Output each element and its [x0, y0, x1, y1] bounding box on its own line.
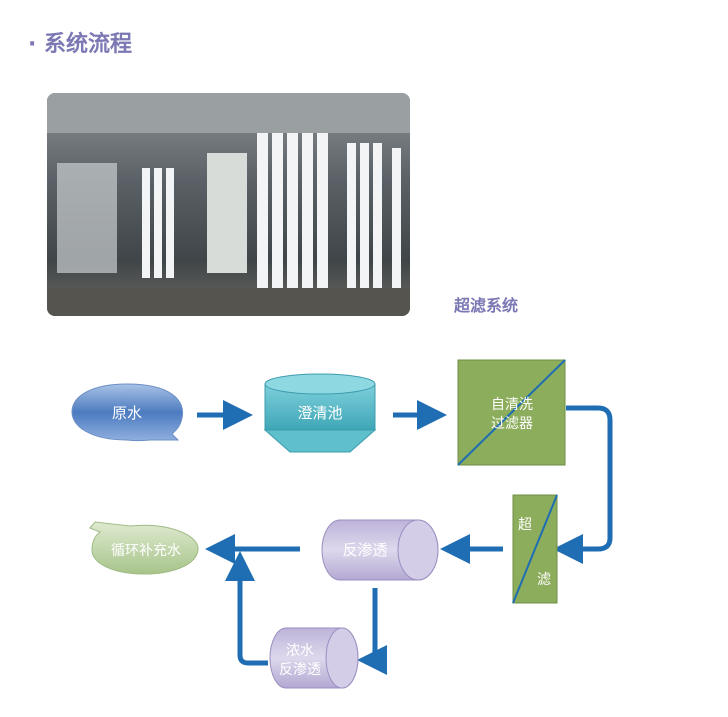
- concentrate-ro-node: 浓水 反渗透: [269, 627, 359, 689]
- page-title: · 系统流程: [28, 32, 133, 57]
- makeup-water-label: 循环补充水: [111, 543, 181, 559]
- arrow-ro-to-conc: [364, 588, 378, 663]
- conc-label-1: 浓水: [286, 643, 314, 659]
- clarifier-label: 澄清池: [297, 404, 342, 422]
- arrow-conc-to-makeup: [225, 551, 268, 666]
- raw-water-label: 原水: [112, 404, 142, 422]
- ro-label: 反渗透: [342, 541, 387, 559]
- uf-label-top: 超: [518, 517, 532, 533]
- reverse-osmosis-node: 反渗透: [321, 519, 439, 581]
- arrow-filter-to-uf: [553, 405, 613, 564]
- uf-label-bottom: 滤: [537, 572, 551, 588]
- makeup-water-node: 循环补充水: [89, 521, 199, 575]
- flow-arrows: [197, 400, 613, 675]
- photo-caption: 超滤系统: [454, 296, 519, 315]
- photo-illustration: [47, 93, 410, 316]
- filter-label-2: 过滤器: [491, 416, 533, 432]
- ultrafiltration-photo: [47, 93, 410, 316]
- ultrafiltration-node: 超 滤: [512, 494, 558, 604]
- conc-label-2: 反渗透: [279, 662, 321, 678]
- self-cleaning-filter-node: 自清洗 过滤器: [457, 359, 566, 466]
- raw-water-node: 原水: [71, 383, 184, 442]
- clarifier-node: 澄清池: [263, 373, 377, 453]
- filter-label-1: 自清洗: [491, 397, 533, 413]
